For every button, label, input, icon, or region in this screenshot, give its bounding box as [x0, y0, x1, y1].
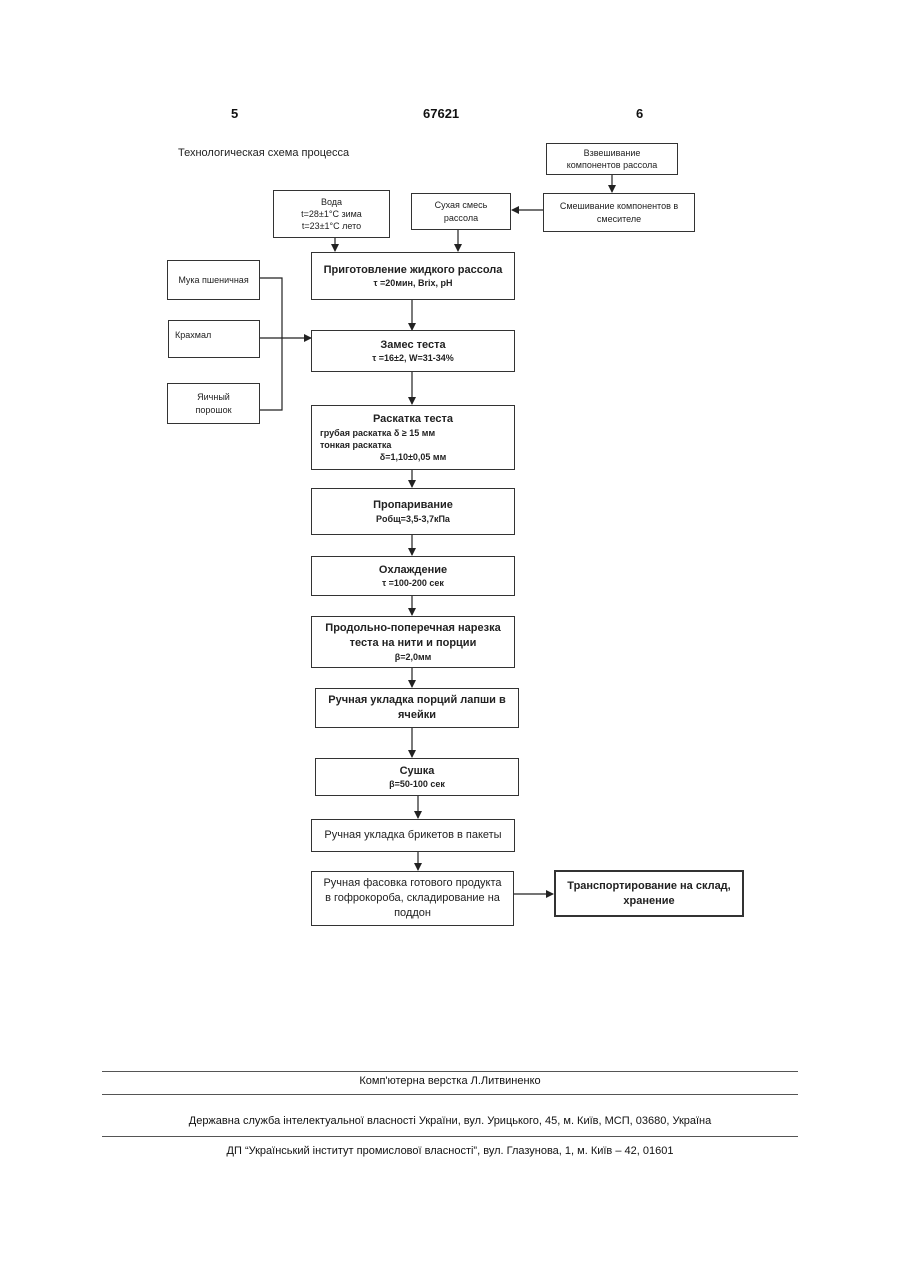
box-starch: Крахмал: [168, 320, 260, 358]
box-flour: Мука пшеничная: [167, 260, 260, 300]
box-kneading: Замес тестаτ =16±2, W=31-34%: [311, 330, 515, 372]
footer-agency: Державна служба інтелектуальної власност…: [102, 1115, 798, 1127]
box-dry-mix: Сухая смесьрассола: [411, 193, 511, 230]
box-rolling: Раскатка теста грубая раскатка δ ≥ 15 мм…: [311, 405, 515, 470]
box-cooling: Охлаждениеτ =100-200 сек: [311, 556, 515, 596]
box-steaming: ПропариваниеPобщ=3,5-3,7кПа: [311, 488, 515, 535]
box-mixing: Смешивание компонентов всмесителе: [543, 193, 695, 232]
footer-divider-top: [102, 1071, 798, 1072]
footer-institute: ДП “Український інститут промислової вла…: [102, 1145, 798, 1157]
footer-layout-credit: Комп'ютерна верстка Л.Литвиненко: [102, 1075, 798, 1087]
box-brine-preparation: Приготовление жидкого рассолаτ =20мин, B…: [311, 252, 515, 300]
box-egg-powder: Яичныйпорошок: [167, 383, 260, 424]
connector-flour: [260, 278, 282, 338]
connector-egg: [260, 338, 282, 410]
box-drying: Сушкаβ=50-100 сек: [315, 758, 519, 796]
box-transport: Транспортирование на склад,хранение: [554, 870, 744, 917]
box-water: Водаt=28±1°C зимаt=23±1°C лето: [273, 190, 390, 238]
box-bag-laying: Ручная укладка брикетов в пакеты: [311, 819, 515, 852]
box-manual-laying: Ручная укладка порций лапши вячейки: [315, 688, 519, 728]
footer-divider-middle: [102, 1094, 798, 1095]
box-weighing: Взвешиваниекомпонентов рассола: [546, 143, 678, 175]
box-cutting: Продольно-поперечная нарезкатеста на нит…: [311, 616, 515, 668]
box-packing: Ручная фасовка готового продуктав гофрок…: [311, 871, 514, 926]
footer-divider-bottom: [102, 1136, 798, 1137]
